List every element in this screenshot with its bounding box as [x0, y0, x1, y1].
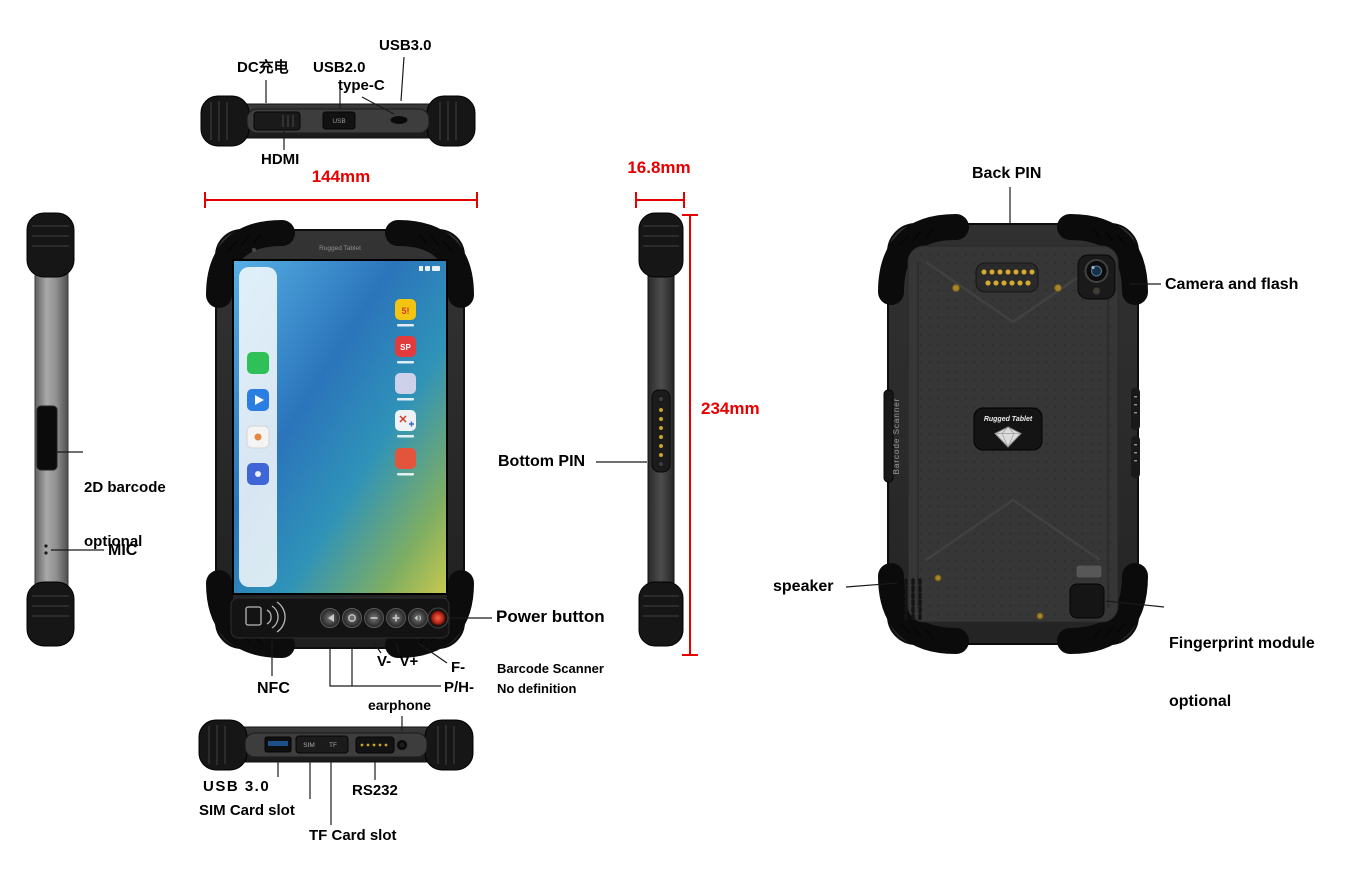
top-edge-view: USB — [200, 95, 476, 147]
label-power-button: Power button — [496, 607, 605, 626]
app-badge-yellow: 5! — [401, 306, 409, 316]
screw — [952, 284, 960, 292]
dimension-lines — [204, 192, 698, 656]
label-earphone: earphone — [368, 697, 432, 713]
dimension-width: 144mm — [311, 167, 371, 186]
label-rs232: RS232 — [352, 782, 398, 799]
barcode-scanner-side-text: Barcode Scanner — [892, 398, 901, 475]
nfc-icon — [245, 601, 286, 633]
left-bottom-bumper — [26, 581, 75, 647]
bottom-left-bumper — [198, 719, 248, 771]
label-2d-barcode-line2: optional — [84, 533, 143, 550]
label-fingerprint-line1: Fingerprint module — [1169, 635, 1315, 653]
front-brand-text: Rugged Tablet — [319, 245, 361, 252]
camera-module — [1077, 254, 1116, 300]
camera-flash — [1092, 286, 1101, 296]
barcode-scanner-side-module — [883, 389, 894, 483]
status-bar-icons — [419, 266, 440, 271]
label-dc-charge: DC充电 — [237, 59, 289, 76]
mic-holes — [44, 544, 48, 555]
back-brand-text: Rugged Tablet — [984, 416, 1033, 423]
usb-port-text: USB — [332, 118, 345, 125]
speaker-grille — [904, 578, 922, 624]
pogo-pins — [659, 408, 663, 457]
back-pin-connector — [975, 262, 1039, 293]
barcode-window — [36, 405, 58, 471]
label-bottom-pin: Bottom PIN — [498, 453, 586, 470]
label-usb2: USB2.0 — [313, 59, 366, 76]
back-texture-ridges — [917, 260, 1109, 608]
label-2d-barcode: 2D barcode optional — [84, 443, 166, 569]
side-bottom-bumper — [638, 581, 684, 647]
right-side-view — [638, 212, 684, 647]
f-button — [408, 608, 428, 628]
side-port-cover — [1131, 436, 1140, 478]
label-back-pin: Back PIN — [972, 165, 1042, 182]
label-speaker: speaker — [773, 578, 834, 595]
label-camera-and-flash: Camera and flash — [1165, 276, 1299, 293]
callout-lines — [51, 56, 1165, 825]
label-usb3-top: USB3.0 — [379, 37, 432, 54]
label-fingerprint-line2: optional — [1169, 692, 1232, 710]
label-ph-key: P/H- — [444, 679, 474, 696]
label-2d-barcode-line1: 2D barcode — [84, 479, 166, 496]
front-view: Rugged Tablet 5! SP — [206, 220, 474, 658]
back-corner-bumpers — [878, 214, 1148, 654]
label-tf-card-slot: TF Card slot — [309, 827, 397, 844]
type-c-port — [389, 115, 409, 125]
label-sim-card-slot: SIM Card slot — [199, 802, 295, 819]
left-side-view — [26, 212, 75, 647]
label-usb3-bottom: USB 3.0 — [203, 778, 271, 795]
label-fingerprint: Fingerprint module optional — [1169, 596, 1315, 730]
tf-slot-text: TF — [329, 742, 337, 749]
label-mic: MIC — [108, 542, 138, 559]
bottom-pin-connector — [651, 389, 671, 473]
screw — [1036, 612, 1044, 620]
width-dimension-line — [204, 192, 478, 208]
back-pin-contacts — [981, 269, 1035, 286]
front-camera-icon — [252, 248, 256, 252]
back-slot — [1075, 564, 1103, 579]
label-ph-desc: No definition — [497, 681, 577, 696]
usb-port — [322, 111, 356, 130]
thickness-dimension-line — [635, 192, 685, 208]
label-volume: V- V+ — [377, 653, 419, 670]
sim-tf-slot-cover — [295, 735, 349, 754]
brand-logo-plate: Rugged Tablet — [973, 407, 1043, 451]
sim-slot-text: SIM — [303, 742, 315, 749]
back-view: Barcode Scanner Rugged Tablet — [878, 214, 1148, 654]
h-button — [342, 608, 362, 628]
dock-app-icons — [246, 352, 270, 485]
bottom-right-bumper — [424, 719, 474, 771]
app-badge-red: SP — [400, 343, 411, 352]
top-left-bumper — [200, 95, 250, 147]
dimension-height: 234mm — [701, 399, 760, 418]
screw — [1054, 284, 1062, 292]
label-nfc: NFC — [257, 680, 290, 697]
label-f-key: F- — [451, 659, 466, 676]
side-port-cover — [1131, 388, 1140, 430]
function-buttons — [320, 607, 449, 629]
bottom-edge-view: SIM TF — [198, 719, 474, 771]
label-type-c: type-C — [338, 77, 385, 94]
top-right-bumper — [426, 95, 476, 147]
screw — [934, 574, 942, 582]
label-f-desc: Barcode Scanner — [497, 661, 604, 676]
height-dimension-line — [682, 214, 698, 656]
fingerprint-module — [1069, 583, 1105, 619]
dimension-thickness: 16.8mm — [627, 158, 691, 177]
screen-app-icons: 5! SP — [395, 299, 416, 476]
label-hdmi: HDMI — [261, 151, 300, 168]
